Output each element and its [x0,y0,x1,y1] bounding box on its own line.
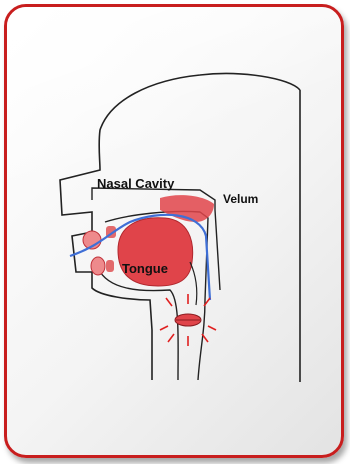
lower-lip [91,257,105,275]
label-tongue: Tongue [122,261,168,276]
label-velum: Velum [223,192,258,206]
lower-teeth [106,260,114,272]
label-nasal-cavity: Nasal Cavity [97,176,175,191]
